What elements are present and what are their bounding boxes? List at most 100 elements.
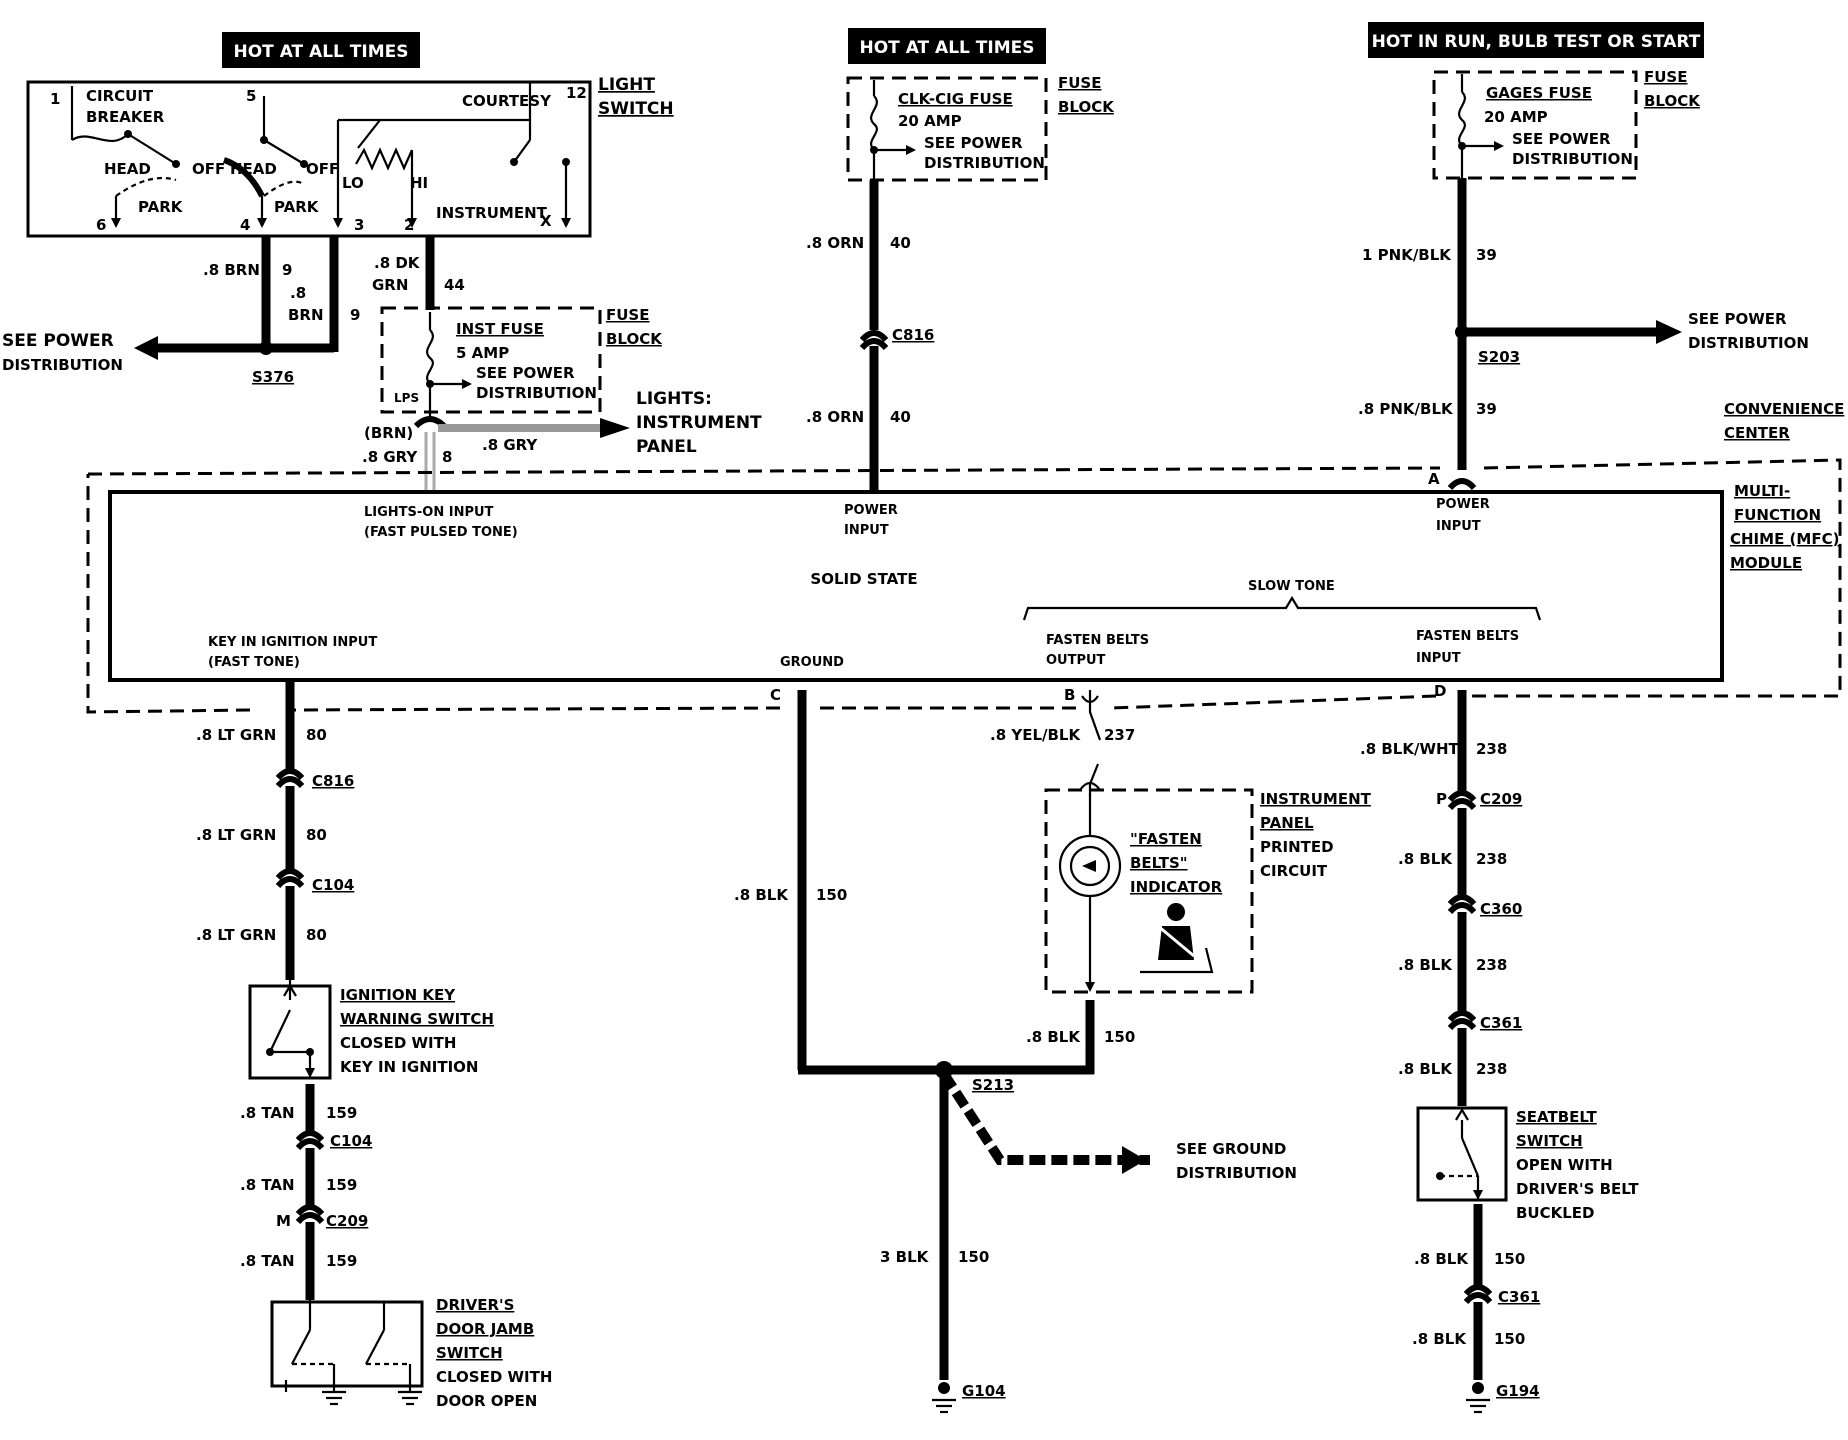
mfc-module-box — [108, 490, 1724, 682]
key-circuit-5: 159 — [326, 1176, 357, 1194]
key-warning-circuit: .8 LT GRN 80 C816 .8 LT GRN 80 C104 .8 L… — [196, 680, 552, 1410]
header-hot-mid: HOT AT ALL TIMES — [848, 28, 1046, 64]
see-ground-2: DISTRIBUTION — [1176, 1164, 1297, 1182]
light-switch: LIGHT SWITCH 1 CIRCUIT BREAKER 5 COURTES… — [26, 75, 674, 238]
key-circuit-2: 80 — [306, 826, 327, 844]
key-in-ignition-1: KEY IN IGNITION INPUT — [208, 635, 377, 650]
belt-input-wire-4: .8 BLK — [1398, 1060, 1453, 1078]
fasten-belts-indicator-1: "FASTEN — [1130, 830, 1202, 848]
seatbelt-switch-label-5: BUCKLED — [1516, 1204, 1595, 1222]
ground-g194: G194 — [1496, 1382, 1540, 1400]
fasten-belts-output-1: FASTEN BELTS — [1046, 633, 1149, 648]
belt-output-wire-1: .8 YEL/BLK — [990, 726, 1081, 744]
belt-input-circuit-6: 150 — [1494, 1330, 1525, 1348]
courtesy-label: COURTESY — [462, 92, 552, 110]
instrument-label: INSTRUMENT — [436, 204, 548, 222]
key-wire-5: .8 TAN — [240, 1176, 295, 1194]
header-hot-mid-text: HOT AT ALL TIMES — [860, 38, 1035, 58]
belt-input-wire-1: .8 BLK/WHT — [1360, 740, 1460, 758]
see-power-left-1: SEE POWER — [2, 331, 114, 351]
belt-input-circuit-2: 238 — [1476, 850, 1507, 868]
lights-label-1: LIGHTS: — [636, 389, 712, 409]
pin-a: A — [1428, 470, 1440, 488]
fuse-icon — [1458, 74, 1504, 178]
fasten-belts-input-2: INPUT — [1416, 651, 1461, 666]
ground-icon — [1466, 1398, 1490, 1414]
belt-input-circuit-3: 238 — [1476, 956, 1507, 974]
pin-p: P — [1436, 790, 1447, 808]
pin-4: 4 — [240, 216, 250, 234]
off-label-1: OFF — [192, 160, 225, 178]
connector-c209-right: C209 — [1480, 790, 1522, 808]
connector-icon — [295, 1130, 325, 1143]
mfc-name-2: FUNCTION — [1734, 506, 1821, 524]
header-hot-right: HOT IN RUN, BULB TEST OR START — [1368, 22, 1704, 58]
mfc-name-4: MODULE — [1730, 554, 1802, 572]
ground-circuit-1: 150 — [816, 886, 847, 904]
splice-s213: S213 — [972, 1076, 1014, 1094]
seatbelt-switch-label-1: SEATBELT — [1516, 1108, 1597, 1126]
belt-output-circuit: .8 YEL/BLK 237 INSTRUMENT PANEL PRINTED … — [990, 690, 1372, 1046]
gages-wire-b: .8 PNK/BLK — [1358, 400, 1454, 418]
switch-icon — [284, 1300, 412, 1392]
gages-circuit-a: 39 — [1476, 246, 1497, 264]
head-label-1: HEAD — [104, 160, 151, 178]
connector-icon — [1447, 1010, 1477, 1023]
circuit-44: 44 — [444, 276, 465, 294]
connector-c104-lower: C104 — [330, 1132, 372, 1150]
ground-wire-1: .8 BLK — [734, 886, 789, 904]
connector-c104-upper: C104 — [312, 876, 354, 894]
clk-fuse-block: CLK-CIG FUSE 20 AMP SEE POWER DISTRIBUTI… — [806, 74, 1115, 492]
power-input-2b: INPUT — [1436, 519, 1481, 534]
door-switch-label-4: CLOSED WITH — [436, 1368, 552, 1386]
lights-label-2: INSTRUMENT — [636, 413, 762, 433]
fasten-belts-input-1: FASTEN BELTS — [1416, 629, 1519, 644]
convenience-center: CONVENIENCE CENTER — [86, 400, 1844, 714]
inst-fuse-see-power-1: SEE POWER — [476, 364, 575, 382]
slow-tone-label: SLOW TONE — [1248, 579, 1335, 594]
clk-circuit-a: 40 — [890, 234, 911, 252]
lights-on-input-2: (FAST PULSED TONE) — [364, 525, 518, 540]
belt-input-circuit-1: 238 — [1476, 740, 1507, 758]
off-label-2: OFF — [306, 160, 339, 178]
pin-c: C — [770, 686, 781, 704]
inst-fuse-title: INST FUSE — [456, 320, 544, 338]
splice-s376-dot — [259, 341, 273, 355]
wire-brn-b1: .8 — [290, 284, 306, 302]
belt-input-circuit-4: 238 — [1476, 1060, 1507, 1078]
clk-fuse-see-power-2: DISTRIBUTION — [924, 154, 1045, 172]
key-circuit-4: 159 — [326, 1104, 357, 1122]
park-label-1: PARK — [138, 198, 184, 216]
key-wire-6: .8 TAN — [240, 1252, 295, 1270]
key-circuit-1: 80 — [306, 726, 327, 744]
arrow-icon — [1122, 1146, 1146, 1174]
circuit-breaker-label-2: BREAKER — [86, 108, 165, 126]
connector-c361-lower: C361 — [1498, 1288, 1540, 1306]
key-wire-3: .8 LT GRN — [196, 926, 276, 944]
clk-wire-b: .8 ORN — [806, 408, 864, 426]
connector-c360: C360 — [1480, 900, 1522, 918]
fasten-belts-output-2: OUTPUT — [1046, 653, 1106, 668]
inst-fuse-block: INST FUSE 5 AMP SEE POWER DISTRIBUTION L… — [362, 306, 762, 490]
gages-see-power-2: DISTRIBUTION — [1688, 334, 1809, 352]
belt-output-circuit-1: 237 — [1104, 726, 1135, 744]
gry-left-label: .8 GRY — [362, 448, 418, 466]
clk-fuse-box — [846, 76, 1048, 182]
gages-fuse-see-power-2: DISTRIBUTION — [1512, 150, 1633, 168]
clk-circuit-b: 40 — [890, 408, 911, 426]
gages-fuse-amp: 20 AMP — [1484, 108, 1548, 126]
clk-wire-a: .8 ORN — [806, 234, 864, 252]
lights-on-input-1: LIGHTS-ON INPUT — [364, 505, 494, 520]
power-input-2a: POWER — [1436, 497, 1490, 512]
connector-c816-top: C816 — [892, 326, 934, 344]
seatbelt-switch-label-3: OPEN WITH — [1516, 1156, 1613, 1174]
x-label: X — [540, 212, 552, 230]
connector-c816-left: C816 — [312, 772, 354, 790]
belt-output-wire-2: .8 BLK — [1026, 1028, 1081, 1046]
gry-right-label: .8 GRY — [482, 436, 538, 454]
fasten-belts-indicator-3: INDICATOR — [1130, 878, 1223, 896]
gages-see-power-1: SEE POWER — [1688, 310, 1787, 328]
ground-circuit-2: 150 — [958, 1248, 989, 1266]
connector-icon — [1447, 478, 1477, 491]
